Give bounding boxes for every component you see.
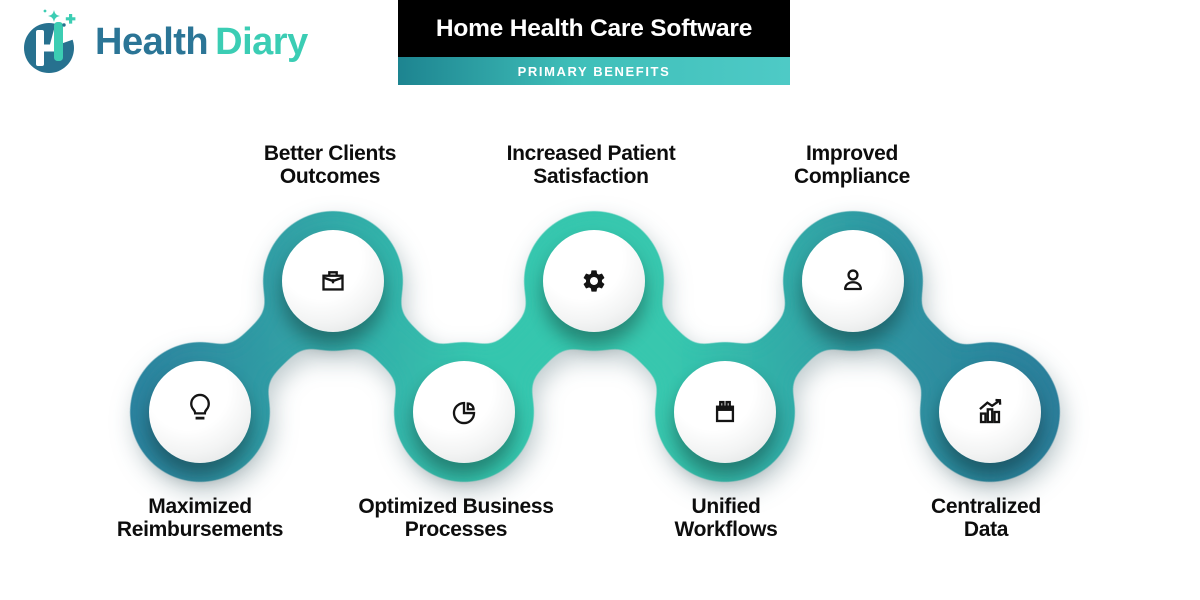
benefit-label: Increased Patient Satisfaction <box>506 142 676 189</box>
banner-subtitle: PRIMARY BENEFITS <box>398 57 790 85</box>
bar-chart-arrow-icon <box>979 398 1002 424</box>
gear-icon <box>583 270 605 292</box>
benefit-bubble-improved-compliance <box>802 230 904 332</box>
benefit-bubble-better-clients-outcomes <box>282 230 384 332</box>
calendar-icon <box>715 400 735 423</box>
person-icon <box>844 269 862 291</box>
briefcase-icon <box>322 271 344 291</box>
benefit-bubble-centralized-data <box>939 361 1041 463</box>
benefit-label: Improved Compliance <box>793 142 911 189</box>
benefit-bubble-unified-workflows <box>674 361 776 463</box>
benefit-label: Maximized Reimbursements <box>116 495 284 542</box>
benefit-label: Better Clients Outcomes <box>263 142 397 189</box>
title-banner: Home Health Care Software PRIMARY BENEFI… <box>398 0 790 85</box>
benefit-label: Unified Workflows <box>674 495 778 542</box>
lightbulb-icon <box>190 393 210 420</box>
brand-name-secondary: Diary <box>215 20 308 63</box>
benefit-bubble-maximized-reimbursements <box>149 361 251 463</box>
brand-name-primary: Health <box>95 20 209 63</box>
banner-title: Home Health Care Software <box>398 0 790 57</box>
benefit-bubble-optimized-business-processes <box>413 361 515 463</box>
benefit-bubble-increased-patient-satisfaction <box>543 230 645 332</box>
benefit-label: Optimized Business Processes <box>358 495 554 542</box>
benefit-label: Centralized Data <box>931 495 1041 542</box>
h-sparkle-logo-icon <box>24 9 76 73</box>
pie-chart-icon <box>452 401 476 425</box>
